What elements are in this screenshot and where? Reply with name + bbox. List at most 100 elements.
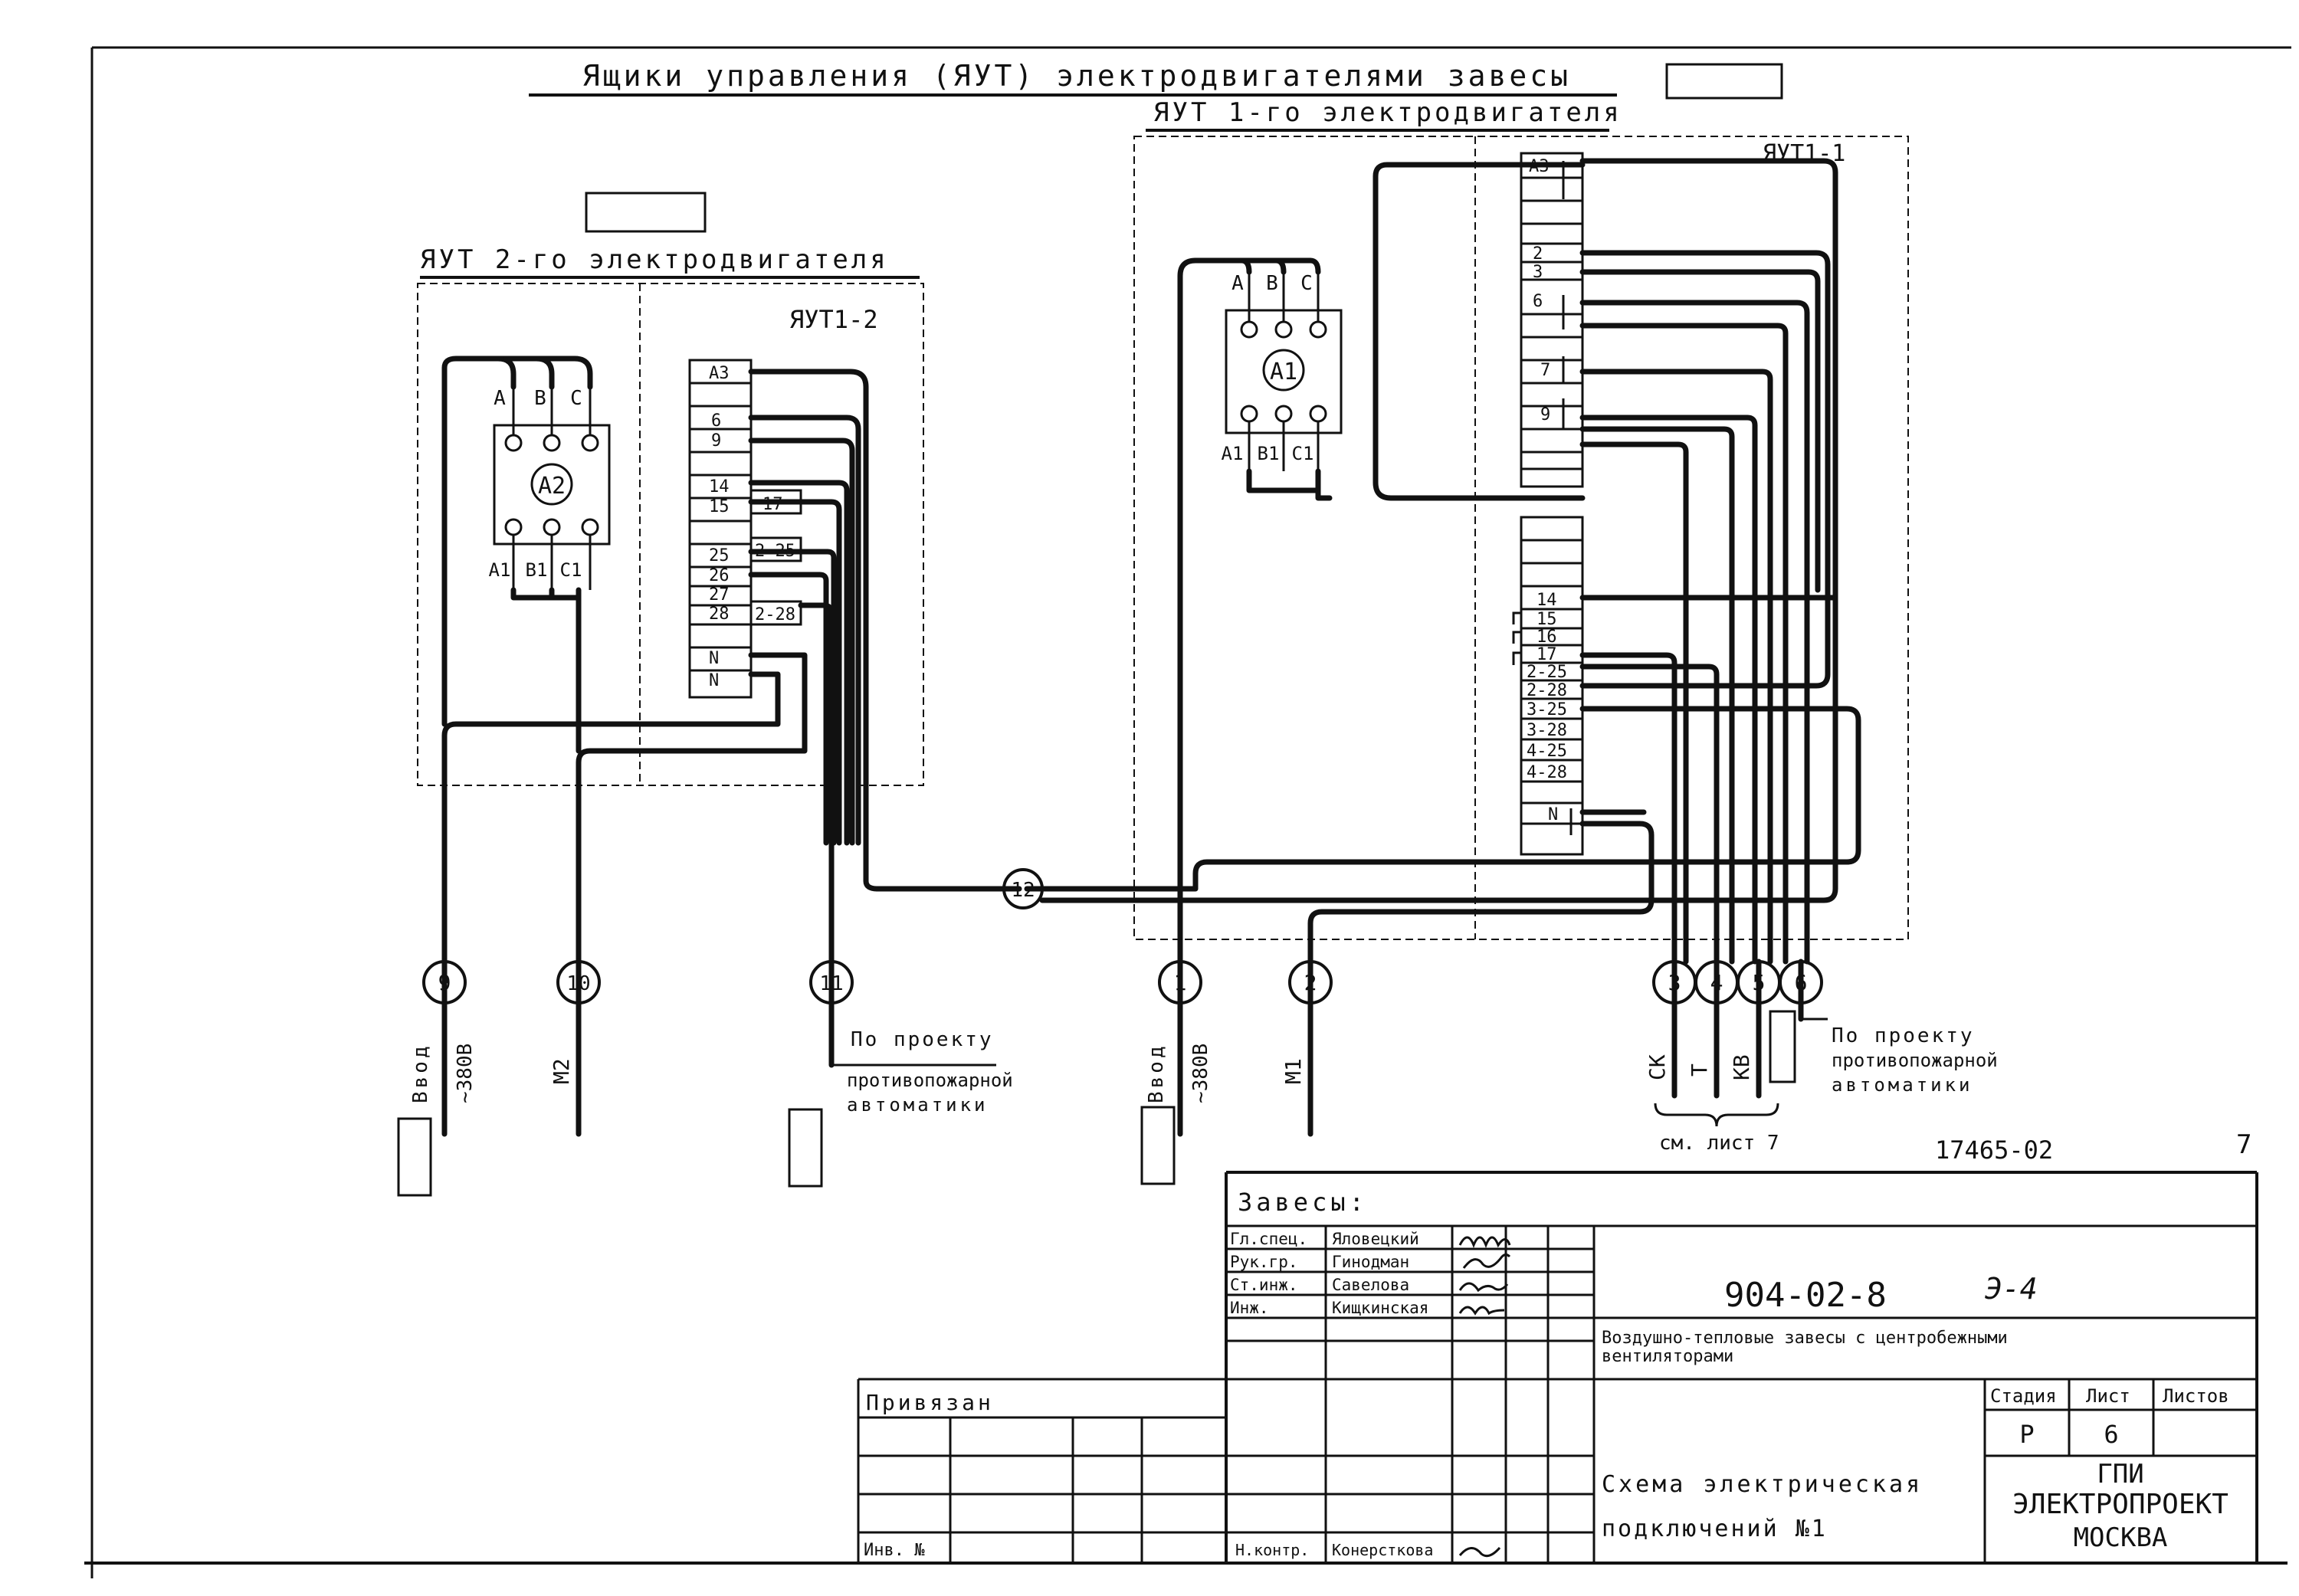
svg-text:А1: А1 [1270,359,1297,385]
right-term-14: 14 [1536,591,1557,610]
fire-auto-right-3: автоматики [1832,1074,1973,1096]
title-stamp-box [1665,63,1783,100]
empty-box-4 [1769,1010,1796,1083]
left-phase-c1: С1 [560,559,582,581]
cable-2-label: 2 [1304,970,1317,995]
tb-description-2: вентиляторами [1602,1347,1733,1366]
tb-signatures [1458,1236,1511,1558]
cable-1-marker [1158,960,1202,1004]
right-wiring [1024,158,1861,965]
left-phase-a1: А1 [489,559,511,581]
left-panel-label: ЯУТ1-2 [789,305,878,334]
left-term-27: 27 [709,585,730,605]
right-lower-jumper-marks [1512,611,1521,665]
right-phase-a: А [1231,272,1244,295]
tb-drawing-title-1: Схема электрическая [1602,1471,1923,1498]
cable-1-caption-1: Ввод [1145,1043,1168,1103]
cable-drop-lines [441,959,1804,1137]
left-phase-b: В [534,387,546,410]
title-block-grid [857,1171,2258,1563]
empty-box-3 [1140,1106,1176,1185]
tb-role-3: Ст.инж. [1230,1276,1298,1294]
tb-project-header: Завесы: [1238,1188,1368,1217]
tb-sheets-header: Листов [2163,1385,2229,1407]
left-term-26: 26 [709,566,730,585]
right-term-9: 9 [1540,405,1550,424]
right-phase-b: В [1266,272,1278,295]
tb-role-1: Гл.спец. [1230,1230,1307,1248]
cable-11-marker [809,960,854,1004]
tb-name-2: Гинодман [1332,1253,1409,1271]
cable-5-caption: КВ [1729,1054,1754,1080]
tb-code-suffix: Э-4 [1985,1272,2038,1306]
tb-role-2: Рук.гр. [1230,1253,1298,1271]
cable-9-marker [422,960,467,1004]
left-term-14: 14 [709,477,730,496]
fire-auto-left-2: противопожарной [847,1070,1013,1091]
tb-description-1: Воздушно-тепловые завесы с центробежными [1602,1329,2008,1348]
tb-name-3: Савелова [1332,1276,1409,1294]
tb-norm-control-role: Н.контр. [1235,1541,1309,1559]
svg-text:А2: А2 [538,473,566,500]
right-box-heading: ЯУТ 1-го электродвигателя [1153,97,1622,128]
right-term-4-28: 4-28 [1527,763,1567,782]
left-jumper-228-box [749,600,802,626]
left-term-9: 9 [711,431,721,451]
tb-bound: Привязан [866,1390,994,1415]
tb-inv: Инв. № [864,1541,924,1560]
right-term-3: 3 [1533,263,1543,282]
tb-drawing-title-2: подключений №1 [1602,1516,1828,1542]
right-term-2-25: 2-25 [1527,663,1567,682]
tb-name-4: Кищкинская [1332,1299,1428,1317]
left-term-28: 28 [709,605,730,624]
tb-stage-header: Стадия [1990,1385,2057,1407]
right-term-4-25: 4-25 [1527,742,1567,761]
right-term-16: 16 [1536,628,1557,647]
tb-sheet-header: Лист [2086,1385,2130,1407]
fire-auto-right-1: По проекту [1832,1024,1975,1047]
left-jumper-2-28: 2-28 [755,605,795,624]
cable-1-caption-2: ~380В [1189,1044,1212,1103]
left-box-heading: ЯУТ 2-го электродвигателя [420,244,889,275]
empty-box-1 [397,1117,432,1197]
right-term-17: 17 [1536,645,1557,664]
left-term-25: 25 [709,546,730,565]
fire-auto-left-1: По проекту [851,1028,994,1051]
right-term-6: 6 [1533,292,1543,311]
left-phase-a: А [494,387,506,410]
right-upper-terminal-strip [1520,152,1584,488]
right-term-15: 15 [1536,610,1557,629]
fire-auto-left-3: автоматики [847,1094,989,1116]
motor-a1: А1 [1225,272,1343,471]
cable-10-marker [556,960,601,1004]
cable-4-caption: Т [1687,1063,1712,1077]
cable-6-marker [1779,960,1823,1004]
cable-3-label: 3 [1668,970,1681,995]
main-title: Ящики управления (ЯУТ) электродвигателям… [582,59,1571,93]
tb-org-3: МОСКВА [2074,1522,2168,1553]
tb-org-2: ЭЛЕКТРОПРОЕКТ [2012,1489,2228,1520]
left-term-15: 15 [709,497,730,516]
right-phase-a1: А1 [1222,443,1244,464]
right-term-2: 2 [1533,244,1543,264]
tb-sheet: 6 [2104,1420,2118,1449]
tb-org-1: ГПИ [2097,1459,2143,1489]
left-term-a3: А3 [709,364,730,383]
cable-1-label: 1 [1174,970,1187,995]
cable-3-caption: СК [1645,1054,1670,1080]
cable-9-label: 9 [438,970,451,995]
cable-10-label: 10 [566,972,590,995]
cable-10-caption: М2 [549,1058,574,1084]
doc-number: 17465-02 [1935,1136,2053,1165]
right-term-3-28: 3-28 [1527,721,1567,740]
see-sheet-text: см. лист 7 [1659,1132,1779,1155]
right-box-outline [1133,136,1909,940]
left-wiring [441,356,1022,965]
right-term-3-25: 3-25 [1527,700,1567,719]
right-phase-b1: В1 [1258,443,1280,464]
left-term-6: 6 [711,411,721,431]
cable-2-caption: М1 [1281,1058,1306,1084]
motor-a2: А2 [493,387,611,590]
left-box-outline [417,283,924,786]
